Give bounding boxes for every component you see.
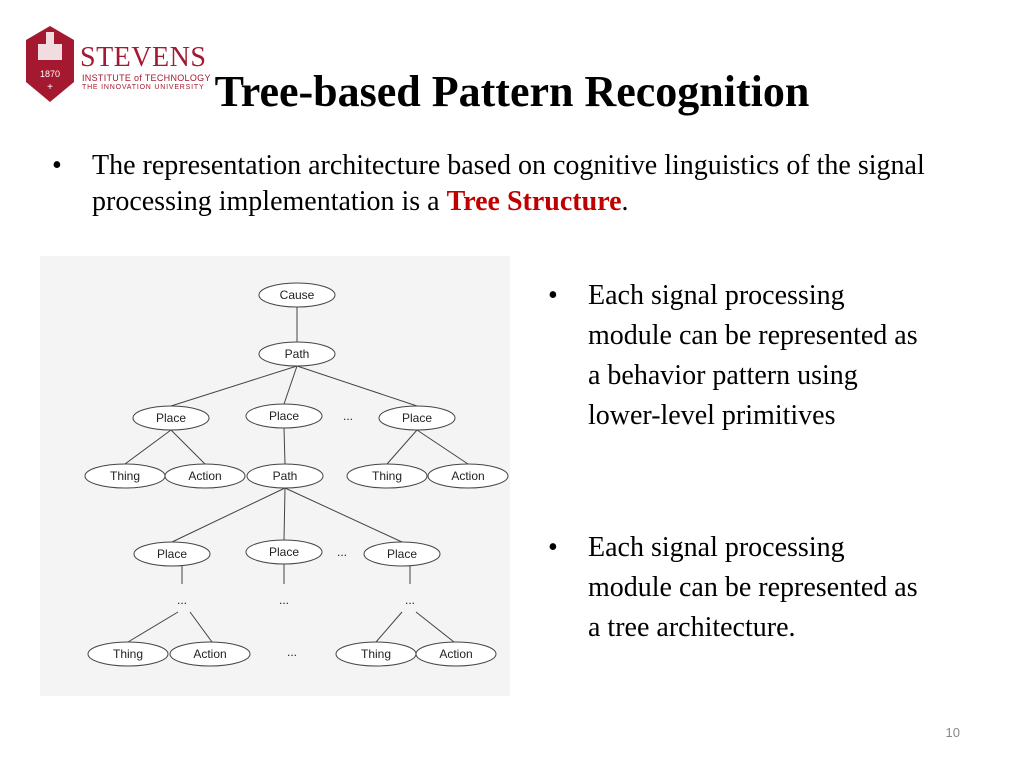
svg-text:+: + xyxy=(47,82,53,93)
logo-subtitle: INSTITUTE of TECHNOLOGY xyxy=(82,73,211,83)
node-label-path-1: Path xyxy=(285,347,310,361)
tree-diagram: Cause Path Place Place Place Thing Actio… xyxy=(40,256,510,696)
ellipsis-row4: ... xyxy=(337,545,347,559)
logo-wordmark: STEVENS xyxy=(80,42,207,73)
node-label-action-4: Action xyxy=(439,647,472,661)
ellipsis-row5-right: ... xyxy=(405,593,415,607)
node-label-action-2: Action xyxy=(451,469,484,483)
node-label-thing-2: Thing xyxy=(372,469,402,483)
bullet-dot: • xyxy=(52,150,62,181)
node-label-thing-1: Thing xyxy=(110,469,140,483)
node-label-thing-4: Thing xyxy=(361,647,391,661)
ellipsis-row5-left: ... xyxy=(177,593,187,607)
page-number: 10 xyxy=(945,725,960,740)
node-label-place-4: Place xyxy=(157,547,187,561)
node-label-thing-3: Thing xyxy=(113,647,143,661)
ellipsis-row2: ... xyxy=(343,409,353,423)
tree-structure-emphasis: Tree Structure xyxy=(446,186,622,217)
main-bullet-text: The representation architecture based on… xyxy=(92,148,952,220)
logo-year: 1870 xyxy=(40,69,60,79)
tree-diagram-svg: Cause Path Place Place Place Thing Actio… xyxy=(84,282,509,667)
node-label-path-2: Path xyxy=(273,469,298,483)
main-bullet-body: The representation architecture based on… xyxy=(92,150,925,217)
node-label-place-1: Place xyxy=(156,411,186,425)
side-bullet-1-text: Each signal processing module can be rep… xyxy=(588,280,918,431)
node-cause xyxy=(258,282,336,308)
node-label-place-5: Place xyxy=(269,545,299,559)
ellipsis-row5-mid: ... xyxy=(279,593,289,607)
side-bullet-2-text: Each signal processing module can be rep… xyxy=(588,532,918,643)
node-action-2 xyxy=(427,463,509,489)
node-place-3 xyxy=(378,405,456,431)
main-bullet-period: . xyxy=(621,186,629,217)
slide-title: Tree-based Pattern Recognition xyxy=(214,67,810,116)
node-label-cause: Cause xyxy=(280,288,315,302)
node-thing-3 xyxy=(87,641,169,667)
stevens-shield-icon: 1870 + xyxy=(26,26,74,102)
node-path-2 xyxy=(246,463,324,489)
node-place-1 xyxy=(132,405,210,431)
node-label-action-3: Action xyxy=(193,647,226,661)
tree-edges xyxy=(124,307,469,643)
node-label-place-3: Place xyxy=(402,411,432,425)
node-place-4 xyxy=(133,541,211,567)
bullet-dot: • xyxy=(548,280,558,311)
bullet-dot: • xyxy=(548,532,558,563)
node-path-1 xyxy=(258,341,336,367)
node-place-6 xyxy=(363,541,441,567)
node-place-2 xyxy=(245,403,323,429)
node-place-5 xyxy=(245,539,323,565)
node-thing-2 xyxy=(346,463,428,489)
stevens-logo: 1870 + STEVENS INSTITUTE of TECHNOLOGY T… xyxy=(22,22,222,106)
logo-tagline: THE INNOVATION UNIVERSITY xyxy=(82,84,205,91)
node-action-3 xyxy=(169,641,251,667)
node-label-action-1: Action xyxy=(188,469,221,483)
node-label-place-6: Place xyxy=(387,547,417,561)
ellipsis-row6: ... xyxy=(287,645,297,659)
node-action-1 xyxy=(164,463,246,489)
node-action-4 xyxy=(415,641,497,667)
node-label-place-2: Place xyxy=(269,409,299,423)
